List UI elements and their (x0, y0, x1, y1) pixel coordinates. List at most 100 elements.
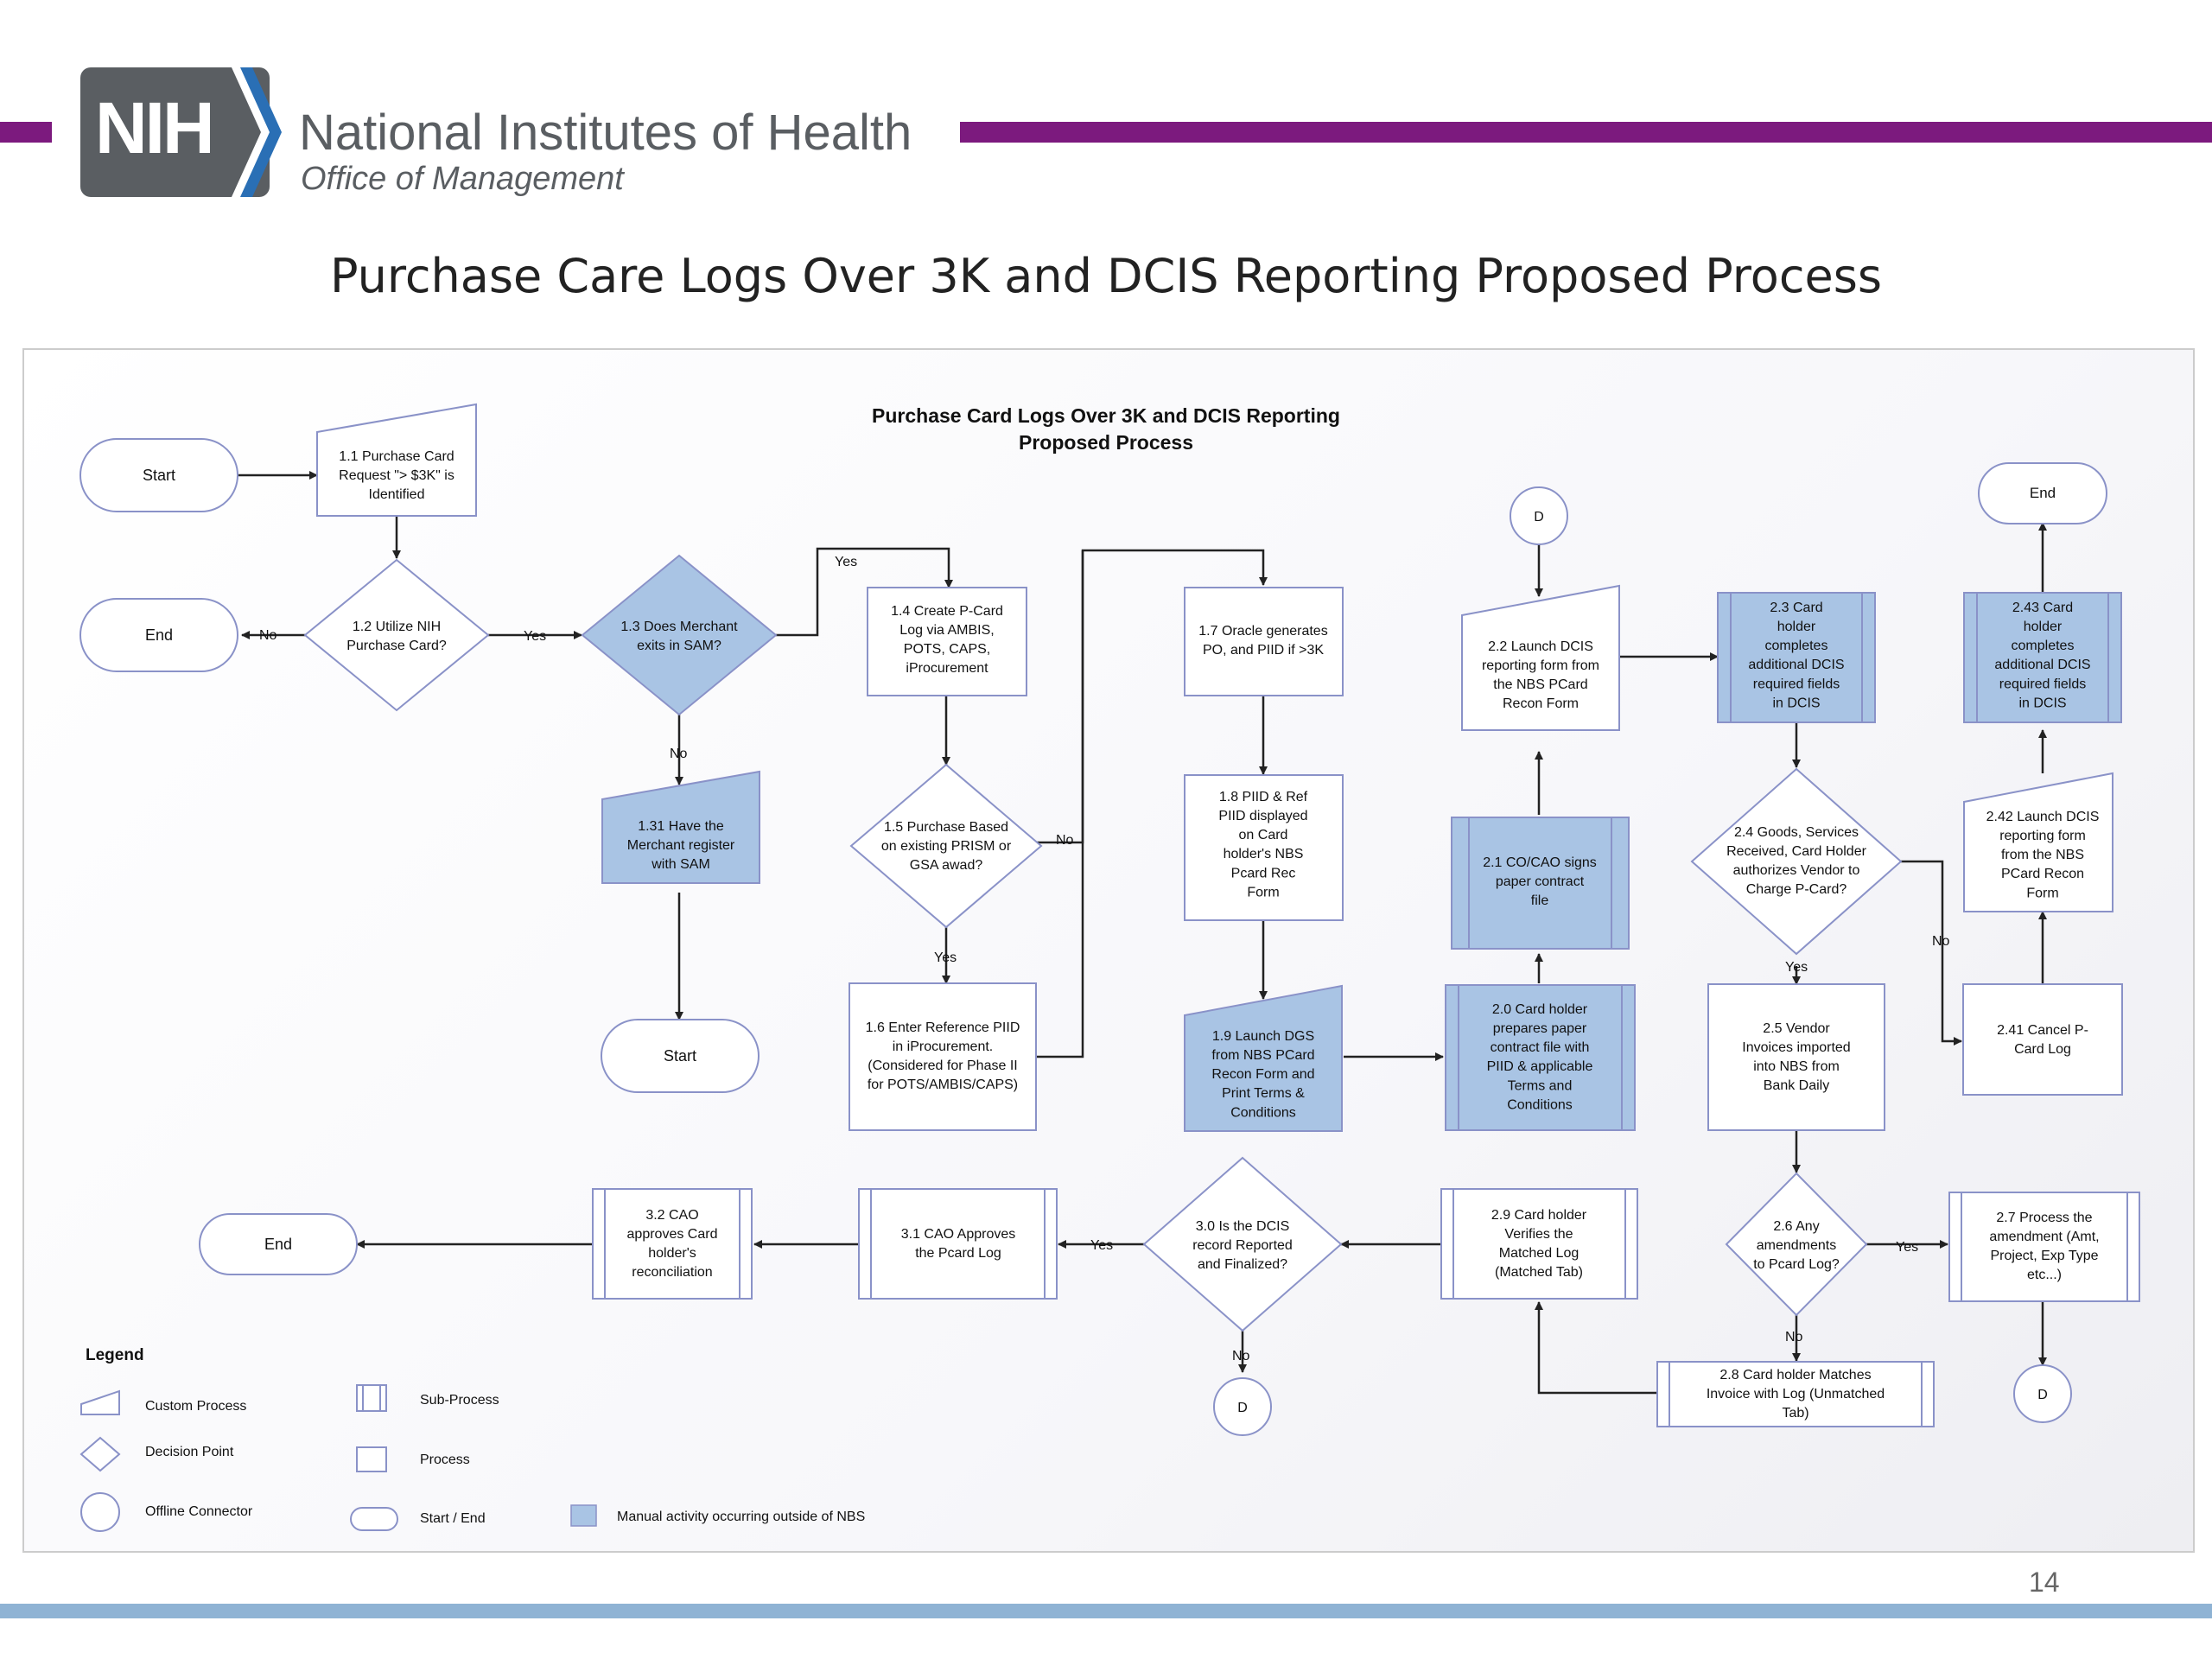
legend-custom-process-icon (80, 1389, 120, 1415)
node-label-line: 1.8 PIID & Ref (1219, 790, 1308, 804)
node-label-line: PO, and PIID if >3K (1203, 643, 1324, 658)
flow-edges (238, 471, 2047, 1395)
node-label-line: with SAM (651, 857, 710, 872)
edge-label-yes: Yes (934, 950, 957, 965)
node-label-start2: Start (664, 1047, 696, 1065)
node-label-line: Request "> $3K" is (339, 468, 454, 483)
offline-connector-d (2013, 1364, 2072, 1423)
node-label-line: for POTS/AMBIS/CAPS) (868, 1077, 1018, 1092)
node-label-line: completes (2012, 639, 2075, 653)
node-label-line: authorizes Vendor to (1733, 863, 1860, 878)
end-terminal (79, 598, 238, 672)
node-label-line: Tab) (1782, 1406, 1808, 1421)
subprocess-2-7 (1948, 1192, 2140, 1302)
node-label-line: in DCIS (2018, 696, 2066, 710)
node-label-end1: End (145, 626, 173, 644)
subprocess-2-43 (1963, 592, 2122, 723)
node-label-line: D (1534, 510, 1544, 524)
nih-logo-text: NIH (95, 87, 215, 168)
header-stripe-left (0, 122, 52, 143)
decision-1-3 (581, 554, 778, 716)
subprocess-2-3 (1717, 592, 1876, 723)
edge-label-no: No (670, 747, 688, 761)
subprocess-2-9 (1440, 1188, 1638, 1300)
decision-1-5 (849, 763, 1043, 929)
node-label-line: and Finalized? (1198, 1257, 1287, 1272)
legend-offline-connector: Offline Connector (145, 1504, 253, 1519)
node-label-line: 1.3 Does Merchant (620, 620, 738, 634)
node-label-line: 2.6 Any (1773, 1219, 1819, 1234)
diagram-title-line1: Purchase Card Logs Over 3K and DCIS Repo… (872, 404, 1340, 427)
node-label-line: 2.5 Vendor (1763, 1021, 1830, 1036)
custom-process-1-9 (1184, 984, 1343, 1132)
node-label-line: Invoice with Log (Unmatched (1707, 1387, 1885, 1402)
node-label-conn-d-bottom: D (1237, 1401, 1248, 1415)
offline-connector-d (1510, 486, 1568, 545)
header-stripe-right (960, 122, 2212, 143)
node-label-conn-d-right: D (2037, 1388, 2048, 1402)
legend-manual: Manual activity occurring outside of NBS (617, 1510, 865, 1524)
node-label-line: Log via AMBIS, (899, 623, 994, 638)
node-label-line: GSA awad? (910, 858, 983, 873)
node-label-line: (Matched Tab) (1495, 1265, 1583, 1280)
edge-label-yes: Yes (1090, 1238, 1113, 1253)
node-label-line: in iProcurement. (893, 1039, 994, 1054)
node-label-line: required fields (1999, 677, 2087, 691)
node-label-line: 1.7 Oracle generates (1198, 624, 1327, 639)
node-label-line: etc...) (2027, 1268, 2062, 1282)
node-label-line: Start (143, 467, 175, 484)
legend-start-end-icon (350, 1507, 398, 1531)
node-label-line: 3.2 CAO (645, 1208, 698, 1223)
node-label-line: the NBS PCard (1493, 677, 1587, 692)
start-terminal (79, 438, 238, 512)
node-label-line: 2.9 Card holder (1491, 1208, 1587, 1223)
node-label-line: Conditions (1507, 1097, 1573, 1112)
node-label-line: Charge P-Card? (1746, 882, 1847, 897)
node-label-line: holder (1777, 620, 1816, 634)
page-number: 14 (2029, 1567, 2060, 1598)
node-label-line: Project, Exp Type (1990, 1249, 2098, 1263)
node-label-line: Card Log (2014, 1042, 2071, 1057)
node-label-line: the Pcard Log (915, 1246, 1001, 1261)
node-label-line: Bank Daily (1764, 1078, 1829, 1093)
legend-start-end: Start / End (420, 1511, 486, 1526)
node-label-line: holder's (648, 1246, 696, 1261)
node-label-line: Start (664, 1047, 696, 1065)
node-label-line: PCard Recon (2001, 867, 2084, 881)
node-label-line: paper contract (1496, 874, 1585, 889)
node-label-line: PIID & applicable (1487, 1059, 1593, 1074)
node-label-line: into NBS from (1753, 1059, 1840, 1074)
node-label-line: additional DCIS (1994, 658, 2090, 672)
legend-sub-process: Sub-Process (420, 1393, 499, 1408)
footer-bar (0, 1604, 2212, 1618)
node-label-line: End (2030, 485, 2056, 501)
node-label-line: in DCIS (1772, 696, 1820, 710)
node-label-line: 2.42 Launch DCIS (1986, 810, 2100, 824)
node-label-line: reporting form from (1482, 658, 1599, 673)
node-label-line: Identified (369, 487, 425, 502)
edge-label-yes: Yes (524, 629, 546, 644)
process-2-5 (1707, 983, 1885, 1131)
org-name: National Institutes of Health (299, 105, 912, 161)
node-label-line: holder's NBS (1224, 847, 1304, 861)
node-label-line: 1.2 Utilize NIH (353, 620, 441, 634)
node-label-line: exits in SAM? (637, 639, 721, 653)
node-label-line: reporting form (1999, 829, 2086, 843)
node-label-line: prepares paper (1493, 1021, 1587, 1036)
decision-2-6 (1725, 1172, 1868, 1317)
end-terminal (199, 1213, 358, 1275)
